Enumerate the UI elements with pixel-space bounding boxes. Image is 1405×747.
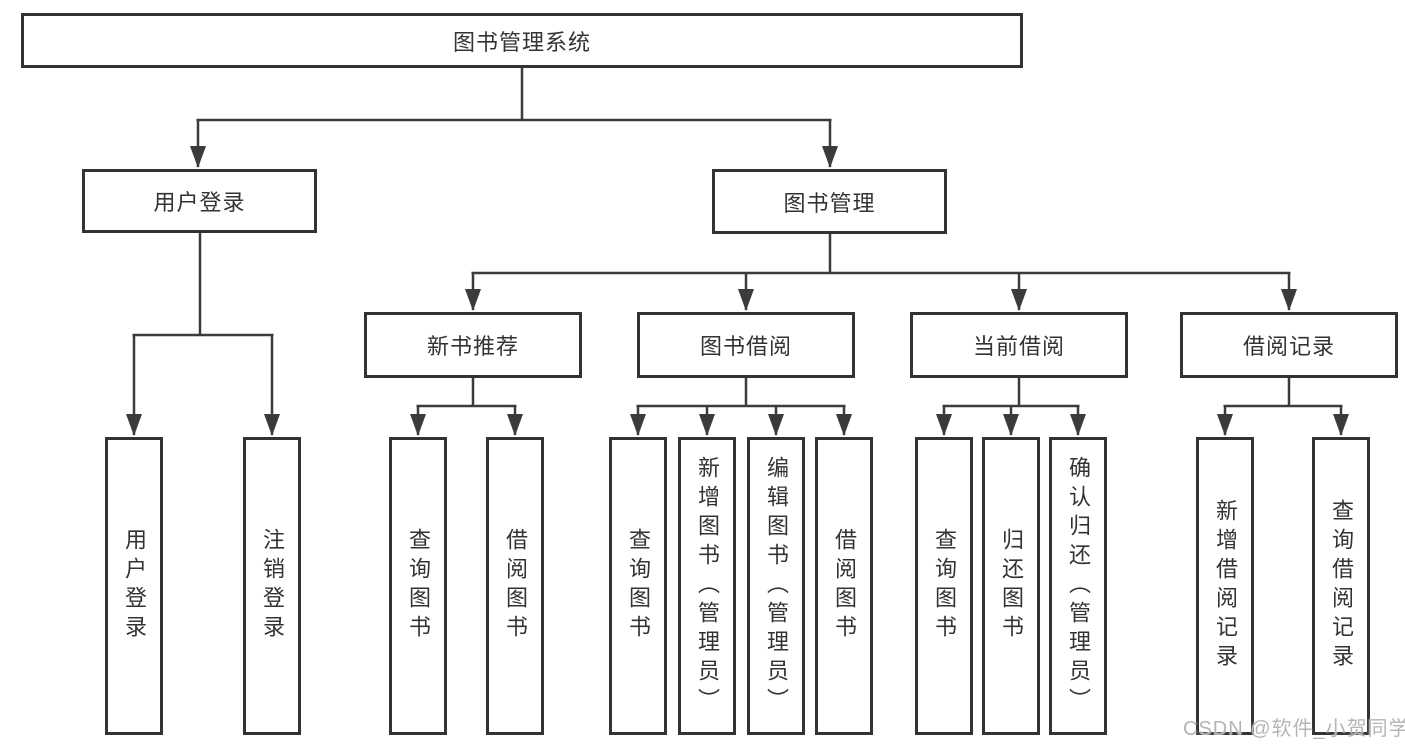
leaf-user-login-label: 用户登录 [122,528,147,644]
leaf-add-books-admin-label: 新增图书（管理员） [695,455,720,717]
leaf-borrow-books-borrowing-label: 借阅图书 [832,528,857,644]
connector-trunks [132,68,1343,408]
leaf-borrow-books-recommend: 借阅图书 [486,437,544,735]
node-current-borrowing-label: 当前借阅 [972,334,1065,359]
connector-arrows [126,120,1349,436]
leaf-query-borrow-record: 查询借阅记录 [1312,437,1370,735]
leaf-edit-books-admin-label: 编辑图书（管理员） [764,455,789,717]
leaf-query-books-borrowing-label: 查询图书 [626,528,651,644]
leaf-borrow-books-borrowing: 借阅图书 [815,437,873,735]
csdn-watermark: CSDN @软件_小贺同学 [1183,718,1405,740]
leaf-query-books-borrowing: 查询图书 [609,437,667,735]
node-book-management: 图书管理 [712,169,947,234]
leaf-borrow-books-recommend-label: 借阅图书 [503,528,528,644]
leaf-query-books-current: 查询图书 [915,437,973,735]
node-book-borrowing-label: 图书借阅 [699,334,792,359]
node-book-management-label: 图书管理 [783,190,876,216]
leaf-logout: 注销登录 [243,437,301,735]
leaf-confirm-return-admin: 确认归还（管理员） [1049,437,1107,735]
leaf-query-borrow-record-label: 查询借阅记录 [1329,499,1354,673]
node-borrowing-records-label: 借阅记录 [1242,334,1335,359]
node-book-borrowing: 图书借阅 [637,312,855,378]
node-borrowing-records: 借阅记录 [1180,312,1398,378]
leaf-edit-books-admin: 编辑图书（管理员） [747,437,805,735]
leaf-return-books: 归还图书 [982,437,1040,735]
node-new-book-recommend-label: 新书推荐 [426,334,519,359]
leaf-query-books-current-label: 查询图书 [932,528,957,644]
leaf-return-books-label: 归还图书 [999,528,1024,644]
node-root-label: 图书管理系统 [452,29,591,55]
leaf-query-books-recommend-label: 查询图书 [406,528,431,644]
node-user-login-label: 用户登录 [153,190,246,215]
leaf-add-borrow-record-label: 新增借阅记录 [1213,499,1238,673]
leaf-query-books-recommend: 查询图书 [389,437,447,735]
leaf-add-borrow-record: 新增借阅记录 [1196,437,1254,735]
node-root: 图书管理系统 [21,13,1023,68]
node-user-login: 用户登录 [82,169,317,233]
leaf-user-login: 用户登录 [105,437,163,735]
node-new-book-recommend: 新书推荐 [364,312,582,378]
node-current-borrowing: 当前借阅 [910,312,1128,378]
leaf-logout-label: 注销登录 [260,528,285,644]
leaf-confirm-return-admin-label: 确认归还（管理员） [1066,455,1091,717]
leaf-add-books-admin: 新增图书（管理员） [678,437,736,735]
